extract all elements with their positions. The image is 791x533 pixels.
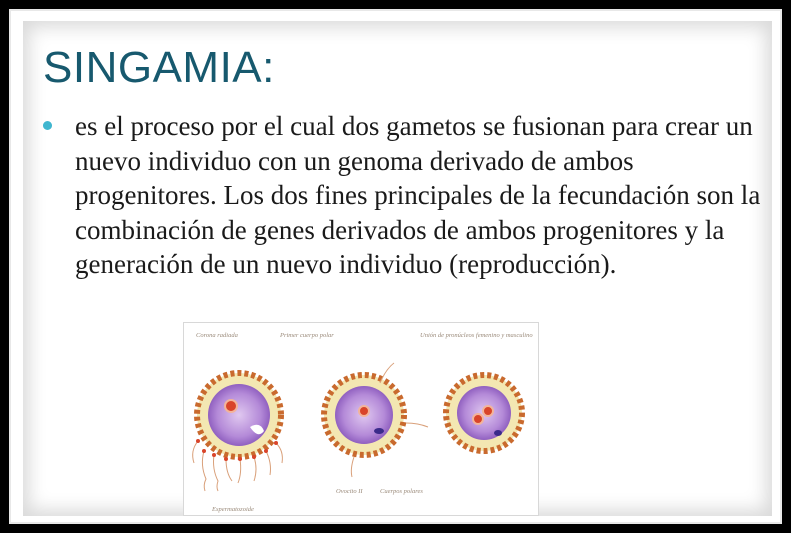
slide-title: SINGAMIA:: [43, 43, 275, 92]
label-union: Unión de pronúcleos femenino y masculino: [420, 332, 533, 339]
bullet-text: es el proceso por el cual dos gametos se…: [75, 111, 761, 279]
fertilization-svg: Corona radiada Primer cuerpo polar Unión…: [192, 332, 533, 513]
label-ovocito: Ovocito II: [336, 488, 363, 495]
fertilization-diagram: Corona radiada Primer cuerpo polar Unión…: [183, 322, 539, 516]
slide: SINGAMIA: es el proceso por el cual dos …: [23, 21, 772, 516]
label-esperm: Espermatozoide: [211, 506, 254, 513]
bullet-dot: [43, 121, 52, 130]
label-cuerpos: Cuerpos polares: [380, 488, 423, 495]
cell-zygote: [443, 372, 525, 454]
label-corona: Corona radiada: [196, 332, 238, 339]
label-polar1: Primer cuerpo polar: [279, 332, 334, 339]
slide-frame: SINGAMIA: es el proceso por el cual dos …: [9, 9, 782, 524]
cell-ovocyte-2: [321, 362, 429, 478]
cell-ovocyte-1: [192, 370, 284, 492]
